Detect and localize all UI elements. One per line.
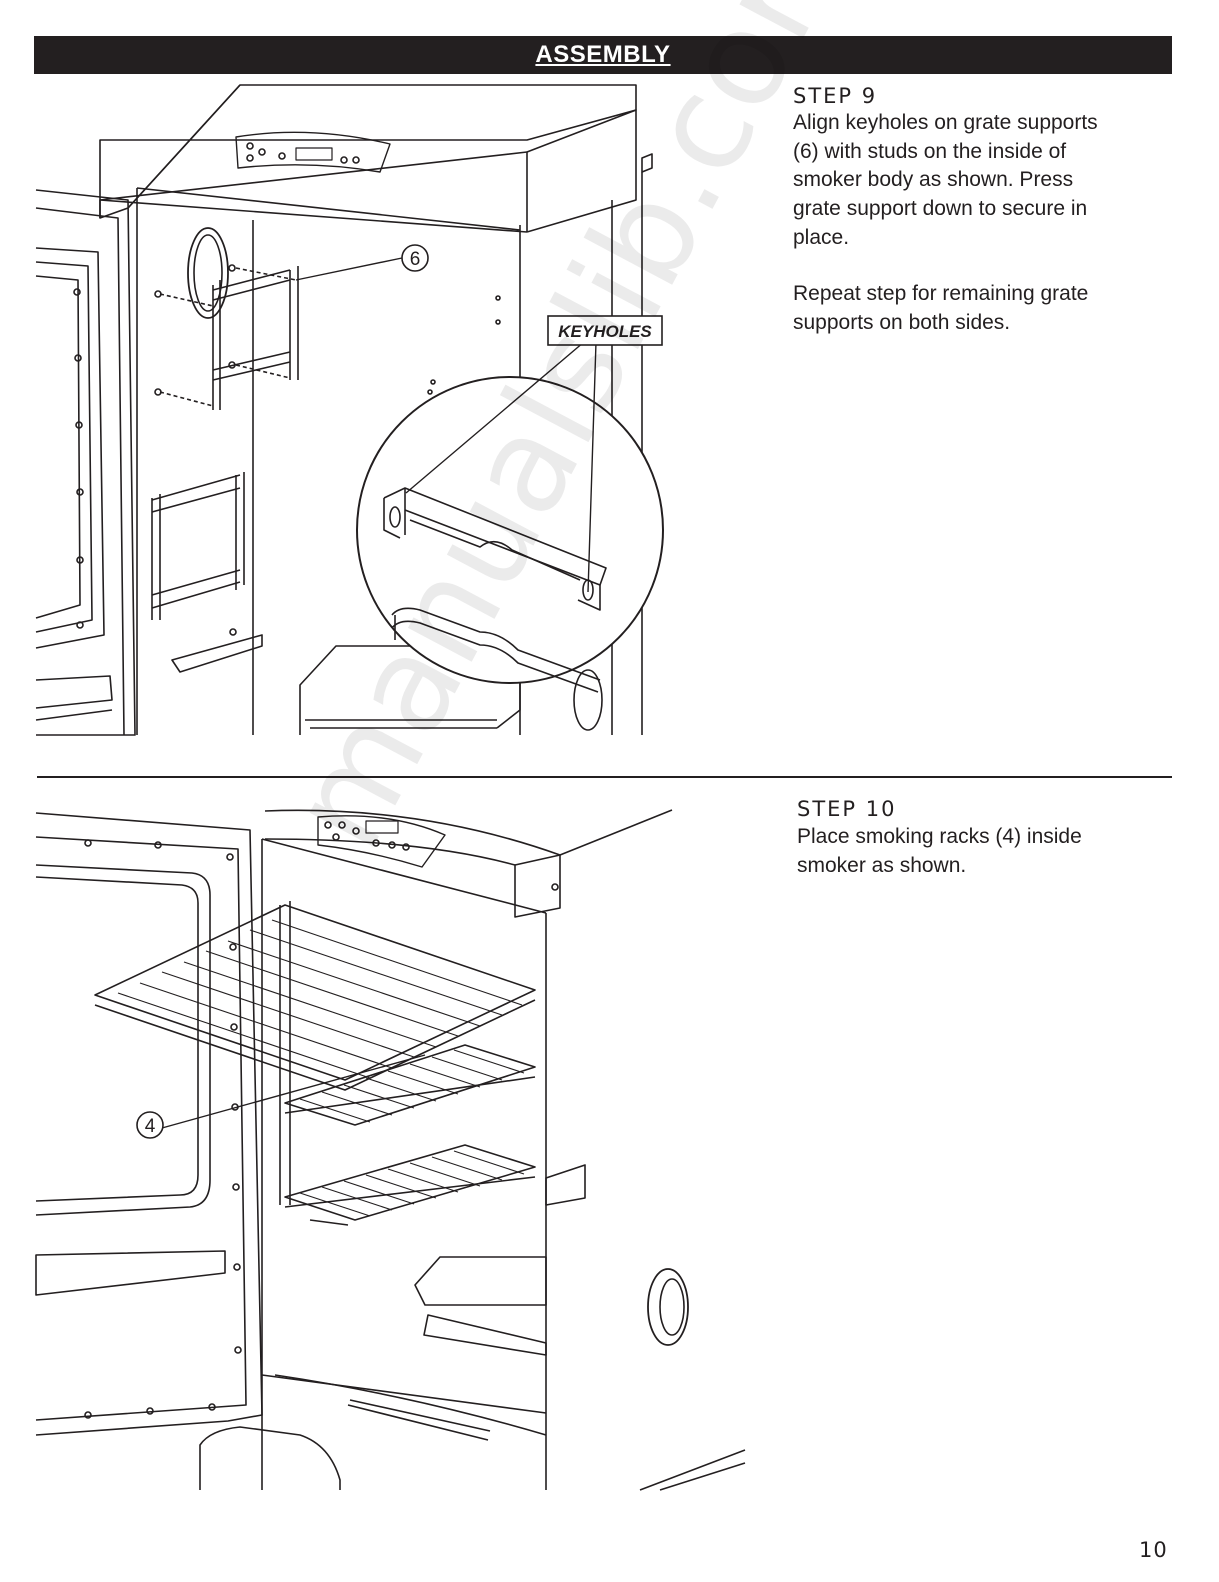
step10-illustration: 4 [35, 809, 746, 1491]
step9-repeat-note: Repeat step for remaining grate supports… [793, 280, 1088, 337]
part-callout-4-label: 4 [145, 1116, 156, 1137]
step9-illustration: 6 KEYHOLES [35, 84, 664, 736]
step10-instructions: Place smoking racks (4) inside smoker as… [797, 823, 1082, 880]
section-title: ASSEMBLY [535, 41, 671, 68]
section-divider [37, 776, 1172, 778]
step9-line: (6) with studs on the inside of [793, 139, 1067, 163]
step9-instructions: Align keyholes on grate supports (6) wit… [793, 109, 1098, 253]
section-header-bar: ASSEMBLY [34, 36, 1172, 74]
step10-title: STEP 10 [797, 797, 897, 821]
step10-line: Place smoking racks (4) inside [797, 825, 1082, 848]
step9-line: supports on both sides. [793, 310, 1011, 334]
step9-line: Align keyholes on grate supports [793, 111, 1098, 134]
keyholes-label: KEYHOLES [558, 322, 652, 341]
step9-line: place. [793, 225, 850, 249]
step9-line: grate support down to secure in [793, 197, 1088, 221]
step9-line: Repeat step for remaining grate [793, 282, 1089, 305]
part-callout-4 [136, 1111, 164, 1139]
keyholes-label-box [547, 315, 663, 346]
page-number: 10 [1139, 1538, 1168, 1562]
step10-line: smoker as shown. [797, 853, 967, 877]
step9-title: STEP 9 [793, 84, 878, 108]
step9-line: smoker body as shown. Press [793, 168, 1074, 192]
part-callout-6 [401, 244, 429, 272]
part-callout-6-label: 6 [410, 249, 421, 270]
